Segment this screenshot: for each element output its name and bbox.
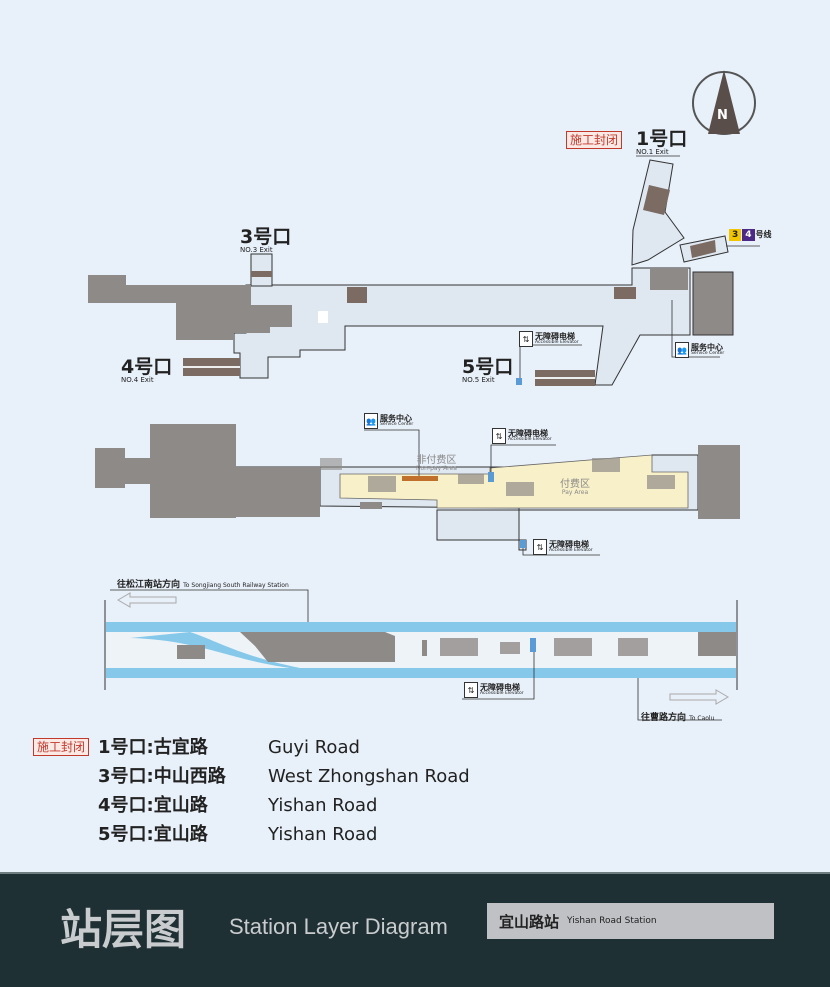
footer-title-en: Station Layer Diagram xyxy=(229,914,448,939)
service-center-icon: 👥 xyxy=(364,413,378,429)
compass-icon xyxy=(692,70,756,135)
arrow-left-icon xyxy=(117,592,177,608)
track-upper xyxy=(106,622,736,632)
station-name-box: 宜山路站 Yishan Road Station xyxy=(487,903,774,939)
direction-east: 往曹路方向 To Caolu xyxy=(641,713,715,723)
footer-title-cn: 站层图 xyxy=(60,905,187,954)
exit1-label: 1号口 NO.1 Exit xyxy=(636,128,688,156)
compass-label: N xyxy=(717,108,728,123)
hall-level xyxy=(95,424,740,551)
line4-badge: 4 xyxy=(742,229,755,241)
track-lower xyxy=(106,668,736,678)
exit5-label: 5号口 NO.5 Exit xyxy=(462,356,514,384)
exit3-label: 3号口 NO.3 Exit xyxy=(240,226,292,254)
concourse-level xyxy=(88,159,734,386)
legend-closed-badge: 施工封闭 xyxy=(33,738,90,757)
direction-west: 往松江南站方向 To Songjiang South Railway Stati… xyxy=(117,580,289,590)
arrow-right-icon xyxy=(669,689,729,705)
station-diagram xyxy=(88,70,760,721)
exit4-label: 4号口 NO.4 Exit xyxy=(121,356,173,384)
transfer-badge: 3 4 号线 xyxy=(729,229,772,241)
line3-badge: 3 xyxy=(729,229,742,241)
platform-level xyxy=(104,589,738,721)
elevator-icon: ⇅ xyxy=(492,428,506,444)
footer-banner: 站层图 Station Layer Diagram 宜山路站 Yishan Ro… xyxy=(0,872,830,987)
exit1-closed-badge: 施工封闭 xyxy=(566,131,623,150)
elevator-icon: ⇅ xyxy=(464,682,478,698)
elevator-icon: ⇅ xyxy=(533,539,547,555)
elevator-icon: ⇅ xyxy=(519,331,533,347)
service-center-icon: 👥 xyxy=(675,342,689,358)
